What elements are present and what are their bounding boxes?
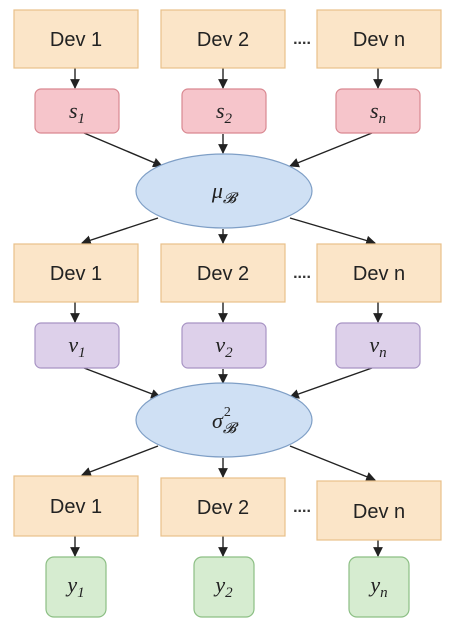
dev-label: Dev 2 [197,29,249,51]
s-node [335,88,421,134]
arrow-vn-sigma [289,367,373,399]
dev-box [316,243,442,303]
v-label: v2 [215,332,233,361]
s-label: s1 [69,98,85,127]
dev-box [13,243,139,303]
dev-row-3: Dev 1 Dev 2 .... Dev n [13,475,442,541]
mean-ellipse [135,153,313,229]
s-node [34,88,120,134]
v-label: vn [369,332,386,361]
arrow-sigma-devn [289,445,376,482]
dev-box [13,475,139,537]
v-node [181,322,267,369]
s-node [181,88,267,134]
ellipsis-dots: .... [293,499,311,516]
dev-label: Dev n [353,29,405,51]
v-label: v1 [68,332,85,361]
dev-label: Dev 1 [50,263,102,285]
y-node [348,556,410,618]
v-node [335,322,421,369]
y-label: y1 [65,572,84,601]
arrow-sn-mu [289,132,373,168]
arrow-mu-devn [289,217,376,246]
dev-label: Dev n [353,501,405,523]
mean-node: μ𝓑 [135,153,313,229]
ellipsis-dots: .... [293,31,311,48]
dev-box [160,9,286,69]
dev-label: Dev n [353,263,405,285]
y-label: yn [368,572,387,601]
arrow-mu-dev1 [81,217,159,245]
dev-label: Dev 2 [197,263,249,285]
s-label: sn [370,98,386,127]
y-label: y2 [213,572,233,601]
arrows [70,68,383,557]
dev-row-2: Dev 1 Dev 2 .... Dev n [13,243,442,303]
y-node [45,556,107,618]
dev-row-1: Dev 1 Dev 2 .... Dev n [13,9,442,69]
dev-box [316,9,442,69]
v-node [34,322,120,369]
variance-ellipse [135,382,313,458]
dev-box [316,480,442,541]
dev-box [160,477,286,537]
s-row: s1 s2 sn [34,88,421,134]
dev-box [13,9,139,69]
dev-label: Dev 2 [197,497,249,519]
arrow-v1-sigma [83,367,161,399]
y-row: y1 y2 yn [45,556,410,618]
dev-label: Dev 1 [50,29,102,51]
y-node [193,556,255,618]
mean-label: μ𝓑 [211,178,239,207]
arrow-s1-mu [83,132,163,168]
v-row: v1 v2 vn [34,322,421,369]
dev-label: Dev 1 [50,496,102,518]
ellipsis-dots: .... [293,265,311,282]
arrow-sigma-dev1 [81,445,159,477]
dev-box [160,243,286,303]
s-label: s2 [216,98,233,127]
